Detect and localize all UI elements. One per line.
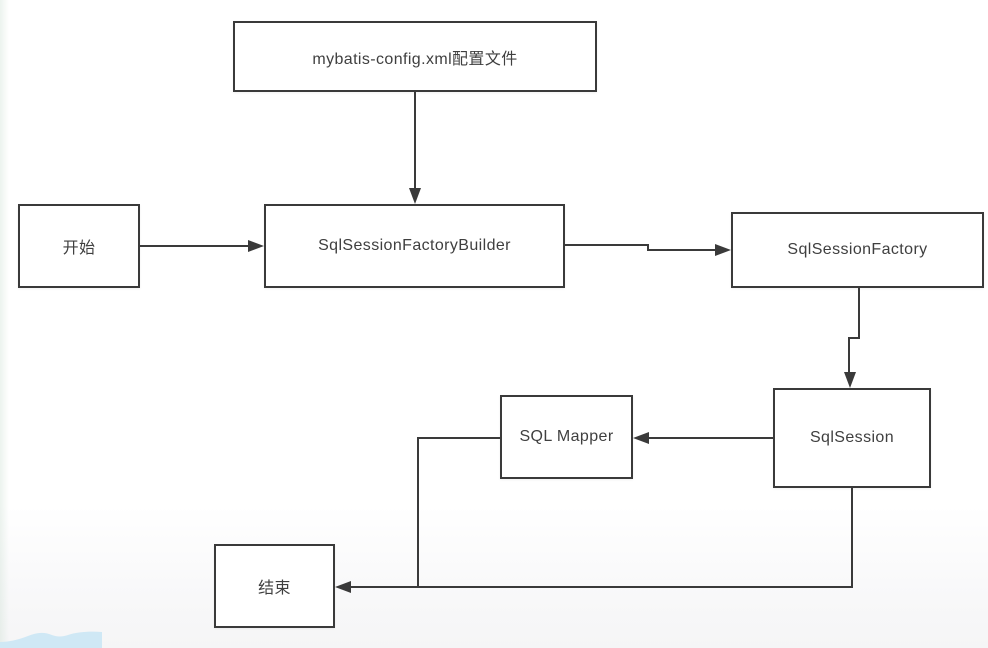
- node-session: SqlSession: [773, 388, 931, 488]
- node-start: 开始: [18, 204, 140, 288]
- edge-session-mapper-line: [647, 437, 773, 439]
- edge-session-mapper-arrowhead-icon: [633, 432, 649, 444]
- node-builder-label: SqlSessionFactoryBuilder: [318, 237, 511, 254]
- edge-factory-session-arrowhead-icon: [844, 372, 856, 388]
- wave-decoration-icon: [0, 631, 102, 648]
- node-factory: SqlSessionFactory: [731, 212, 984, 288]
- edge-mapper-end-line-1: [417, 437, 502, 439]
- node-builder: SqlSessionFactoryBuilder: [264, 204, 565, 288]
- edge-builder-factory-arrowhead-icon: [715, 244, 731, 256]
- edge-factory-session-line-1: [858, 288, 860, 339]
- edge-builder-factory-line-1: [565, 244, 649, 246]
- node-mapper-label: SQL Mapper: [519, 428, 614, 445]
- edge-mapper-end-line-2: [417, 437, 419, 588]
- edge-builder-factory-jog: [647, 244, 649, 251]
- edge-factory-session-jog: [848, 337, 860, 339]
- edge-session-end-line-1: [851, 488, 853, 588]
- edge-config-builder-arrowhead-icon: [409, 188, 421, 204]
- node-end-label: 结束: [258, 580, 291, 597]
- node-end: 结束: [214, 544, 335, 628]
- edge-start-builder-line: [140, 245, 250, 247]
- edge-session-end-arrowhead-icon: [335, 581, 351, 593]
- left-edge-tint: [0, 0, 9, 648]
- edge-builder-factory-line-2: [647, 249, 717, 251]
- node-factory-label: SqlSessionFactory: [787, 241, 928, 258]
- edge-factory-session-line-2: [848, 337, 850, 374]
- edge-start-builder-arrowhead-icon: [248, 240, 264, 252]
- edge-config-builder-line: [414, 92, 416, 189]
- node-mapper: SQL Mapper: [500, 395, 633, 479]
- edge-session-end-line-2: [349, 586, 853, 588]
- node-config: mybatis-config.xml配置文件: [233, 21, 597, 92]
- node-start-label: 开始: [62, 240, 96, 257]
- node-config-label: mybatis-config.xml配置文件: [312, 50, 518, 68]
- node-session-label: SqlSession: [809, 429, 895, 446]
